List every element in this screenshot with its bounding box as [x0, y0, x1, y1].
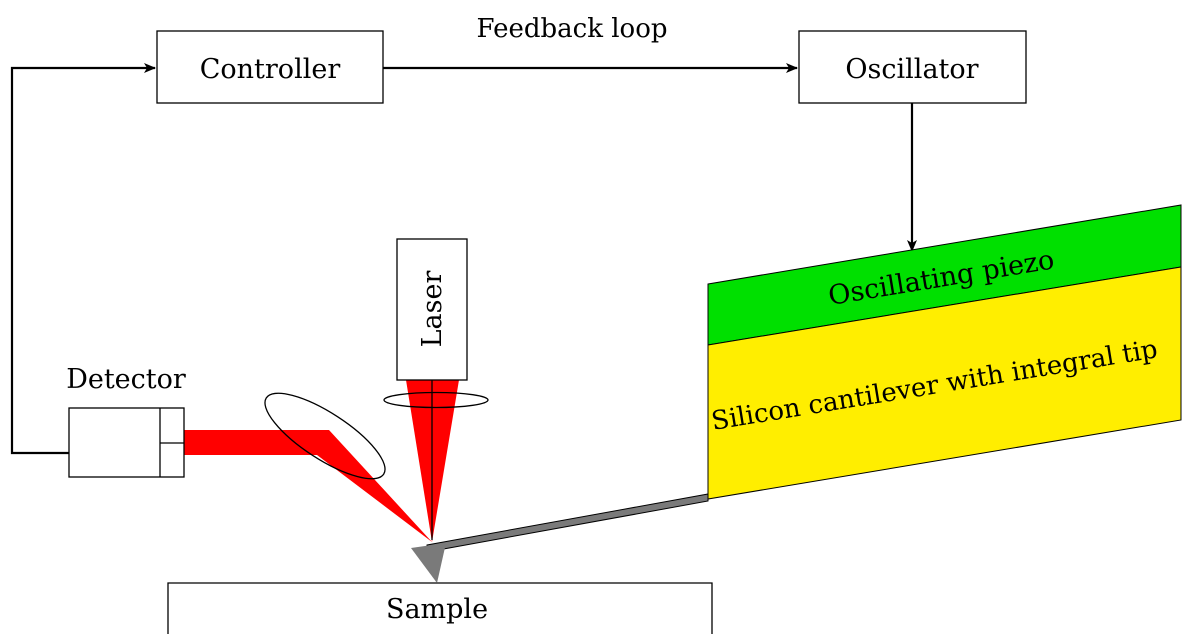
feedback-loop-title: Feedback loop: [476, 14, 667, 44]
laser-lens: [383, 391, 489, 409]
detector-block: Detector: [66, 364, 186, 478]
piezo-block: Oscillating piezo: [707, 204, 1182, 346]
oscillator-block: Oscillator: [798, 30, 1027, 104]
cantilever-block: Silicon cantilever with integral tip: [707, 266, 1182, 500]
cantilever-arm: [426, 493, 709, 553]
detector-to-controller-arrow: [10, 63, 156, 455]
oscillator-label: Oscillator: [845, 54, 978, 85]
sample-block: Sample: [167, 582, 713, 634]
feedback-connections: [10, 63, 917, 455]
detector-label: Detector: [66, 364, 186, 395]
laser-block: Laser: [396, 238, 468, 381]
detector-lens: [264, 392, 386, 480]
sample-label: Sample: [386, 594, 488, 625]
controller-label: Controller: [200, 54, 341, 85]
cantilever-tip: [411, 543, 446, 583]
laser-label: Laser: [417, 271, 448, 348]
laser-beam-reflected: [184, 430, 432, 542]
controller-block: Controller: [156, 30, 384, 104]
